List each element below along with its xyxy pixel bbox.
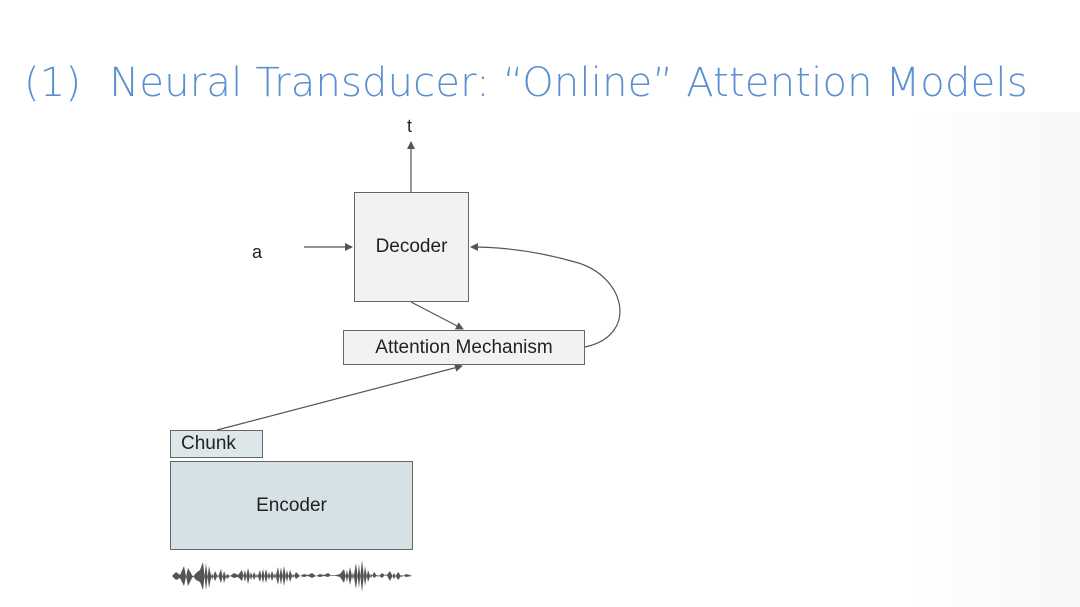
title-text: Neural Transducer: “Online” Attention Mo… bbox=[109, 60, 1028, 106]
encoder-label: Encoder bbox=[256, 494, 327, 516]
audio-waveform bbox=[172, 560, 412, 592]
slide-title: (1) Neural Transducer: “Online” Attention… bbox=[24, 60, 1028, 106]
attention-mechanism-label: Attention Mechanism bbox=[375, 336, 553, 358]
output-label: t bbox=[407, 116, 413, 136]
chunk-box: Chunk bbox=[170, 430, 263, 458]
chunk-label: Chunk bbox=[181, 433, 236, 454]
attention-mechanism-box: Attention Mechanism bbox=[343, 330, 585, 365]
chunk-to-attention-arrow bbox=[216, 363, 463, 431]
input-label: a bbox=[252, 242, 263, 262]
title-number: (1) bbox=[24, 60, 82, 106]
decoder-label: Decoder bbox=[375, 236, 448, 257]
decoder-to-attention-arrow bbox=[410, 301, 464, 330]
background-shade bbox=[910, 112, 1080, 607]
attention-feedback-arrow bbox=[470, 243, 621, 348]
encoder-box: Encoder bbox=[170, 461, 413, 550]
decoder-box: Decoder bbox=[354, 192, 469, 302]
